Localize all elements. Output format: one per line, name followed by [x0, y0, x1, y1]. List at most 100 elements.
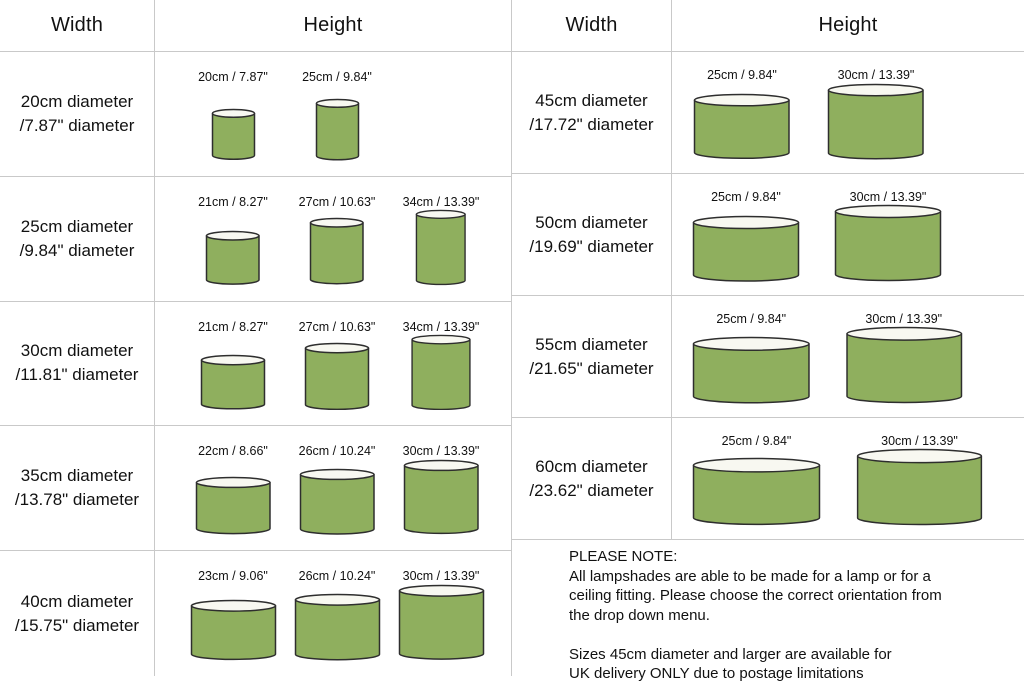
note-title: PLEASE NOTE:: [569, 548, 678, 565]
height-label: 23cm / 9.06": [198, 569, 268, 584]
note-line: the drop down menu.: [569, 606, 710, 624]
width-cell: 40cm diameter/15.75" diameter: [0, 551, 155, 676]
width-label-line: 20cm diameter: [20, 91, 134, 111]
note-line: [569, 625, 1004, 645]
height-cell: 25cm / 9.84" 30cm / 13.39": [672, 52, 1024, 174]
width-label-line: /15.75" diameter: [14, 615, 140, 635]
size-table-right: Width Height 45cm diameter/17.72" diamet…: [512, 0, 1024, 682]
note-line: All lampshades are able to be made for a…: [569, 567, 931, 585]
height-cell: 21cm / 8.27" 27cm / 10.63" 34cm / 13.39": [155, 302, 511, 427]
width-label-line: /21.65" diameter: [529, 358, 654, 378]
width-cell: 45cm diameter/17.72" diameter: [512, 52, 672, 174]
width-label-line: /11.81" diameter: [15, 365, 139, 385]
lampshade-size-option: 30cm / 13.39": [834, 190, 942, 282]
height-label: 20cm / 7.87": [198, 70, 268, 84]
note-line: UK delivery ONLY due to postage limitati…: [569, 665, 864, 682]
width-cell: 50cm diameter/19.69" diameter: [512, 174, 672, 296]
lampshade-size-option: 20cm / 7.87": [189, 70, 277, 161]
lampshade-size-option: 25cm / 9.84": [692, 434, 821, 526]
lampshade-cylinder-illustration: [398, 585, 484, 661]
lampshade-cylinder-illustration: [190, 599, 276, 661]
lampshade-size-option: 25cm / 9.84": [692, 312, 811, 404]
height-label: 25cm / 9.84": [707, 68, 777, 82]
width-label-line: 25cm diameter: [20, 216, 134, 236]
lampshade-size-option: 22cm / 8.66": [189, 444, 277, 535]
height-label: 26cm / 10.24": [298, 569, 376, 584]
note-line: ceiling fitting. Please choose the corre…: [569, 587, 942, 604]
lampshade-cylinder-illustration: [310, 218, 364, 285]
width-label-line: 35cm diameter: [20, 466, 134, 486]
lampshade-size-option: 21cm / 8.27": [189, 195, 277, 286]
lampshade-cylinder-illustration: [294, 593, 380, 661]
height-cell: 23cm / 9.06" 26cm / 10.24" 30cm / 13.39": [155, 551, 511, 676]
lampshade-cylinder-illustration: [299, 468, 375, 535]
lampshade-size-option: 21cm / 8.27": [189, 320, 277, 411]
height-cell: 22cm / 8.66" 26cm / 10.24" 30cm / 13.39": [155, 426, 511, 552]
width-label-line: /9.84" diameter: [19, 240, 135, 260]
lampshade-size-option: 26cm / 10.24": [293, 569, 381, 661]
width-cell: 60cm diameter/23.62" diameter: [512, 418, 672, 540]
lampshade-cylinder-illustration: [200, 354, 266, 410]
height-label: 27cm / 10.63": [298, 319, 376, 334]
lampshade-size-option: 30cm / 13.39": [826, 68, 926, 160]
width-label-line: /23.62" diameter: [529, 480, 654, 500]
height-label: 30cm / 13.39": [402, 444, 480, 459]
lampshade-size-option: 27cm / 10.63": [293, 195, 381, 286]
lampshade-cylinder-illustration: [834, 204, 942, 282]
height-label: 21cm / 8.27": [198, 319, 268, 334]
width-label-line: /17.72" diameter: [529, 114, 654, 134]
height-cell: 20cm / 7.87" 25cm / 9.84": [155, 52, 511, 177]
height-cell: 21cm / 8.27" 27cm / 10.63" 34cm / 13.39": [155, 177, 511, 302]
lampshade-size-option: 34cm / 13.39": [397, 320, 485, 411]
width-cell: 30cm diameter/11.81" diameter: [0, 301, 155, 427]
column-header-height: Height: [672, 0, 1024, 52]
lampshade-size-option: 34cm / 13.39": [397, 195, 485, 286]
lampshade-size-option: 25cm / 9.84": [293, 70, 381, 161]
width-cell: 20cm diameter/7.87" diameter: [0, 52, 155, 177]
width-label-line: 45cm diameter: [535, 90, 648, 110]
height-label: 34cm / 13.39": [402, 319, 480, 334]
height-label: 22cm / 8.66": [198, 444, 268, 459]
note-line: Sizes 45cm diameter and larger are avail…: [569, 645, 892, 663]
lampshade-cylinder-illustration: [845, 326, 962, 404]
lampshade-size-option: 30cm / 13.39": [397, 569, 485, 661]
height-label: 30cm / 13.39": [881, 434, 958, 448]
lampshade-cylinder-illustration: [692, 336, 810, 404]
width-label-line: /7.87" diameter: [19, 115, 135, 135]
lampshade-size-option: 27cm / 10.63": [293, 320, 381, 411]
lampshade-cylinder-illustration: [315, 98, 359, 161]
lampshade-cylinder-illustration: [856, 448, 983, 526]
width-label-line: 30cm diameter: [20, 341, 134, 361]
height-cell: 25cm / 9.84" 30cm / 13.39": [672, 174, 1024, 296]
height-label: 34cm / 13.39": [402, 194, 480, 209]
height-label: 30cm / 13.39": [402, 569, 480, 584]
width-label-line: /19.69" diameter: [529, 236, 654, 256]
lampshade-size-option: 23cm / 9.06": [189, 569, 277, 661]
lampshade-size-option: 30cm / 13.39": [855, 434, 984, 526]
lampshade-cylinder-illustration: [415, 209, 467, 285]
column-header-width: Width: [0, 0, 155, 52]
width-label-line: 50cm diameter: [535, 212, 648, 232]
lampshade-cylinder-illustration: [411, 334, 471, 410]
lampshade-size-option: 25cm / 9.84": [692, 68, 792, 160]
lampshade-size-option: 30cm / 13.39": [845, 312, 964, 404]
height-label: 25cm / 9.84": [711, 190, 781, 204]
width-label-line: /13.78" diameter: [14, 490, 140, 510]
column-header-height: Height: [155, 0, 511, 52]
lampshade-cylinder-illustration: [304, 342, 370, 410]
lampshade-cylinder-illustration: [692, 457, 821, 526]
lampshade-cylinder-illustration: [206, 230, 260, 285]
width-cell: 35cm diameter/13.78" diameter: [0, 426, 155, 552]
lampshade-cylinder-illustration: [828, 83, 924, 160]
height-label: 21cm / 8.27": [198, 194, 268, 209]
lampshade-cylinder-illustration: [692, 215, 800, 282]
height-label: 30cm / 13.39": [865, 312, 943, 326]
height-label: 30cm / 13.39": [849, 190, 927, 204]
lampshade-size-option: 26cm / 10.24": [293, 444, 381, 535]
lampshade-cylinder-illustration: [694, 93, 790, 160]
height-cell: 25cm / 9.84" 30cm / 13.39": [672, 418, 1024, 540]
height-cell: 25cm / 9.84" 30cm / 13.39": [672, 296, 1024, 418]
width-label-line: 60cm diameter: [535, 456, 648, 476]
lampshade-cylinder-illustration: [403, 460, 479, 535]
